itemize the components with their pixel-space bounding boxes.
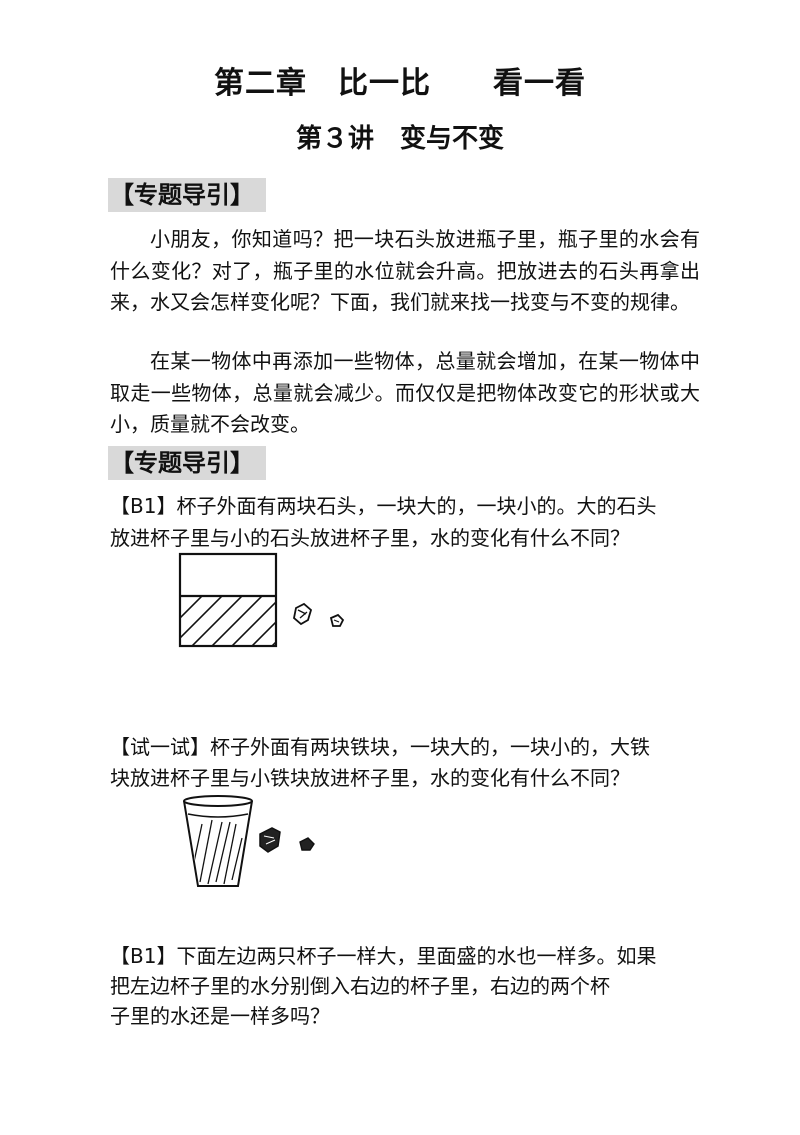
beaker-with-stones-illustration (178, 552, 345, 648)
section-heading-examples: 【专题导引】 (108, 446, 266, 480)
problem-b1b-tag: 【B1】 (110, 944, 177, 968)
section-heading-intro: 【专题导引】 (108, 178, 266, 212)
small-stone-icon (329, 613, 345, 627)
glass-outline (183, 800, 253, 887)
problem-b1-line-1: 【B1】杯子外面有两块石头，一块大的，一块小的。大的石头 (110, 491, 700, 521)
problem-b1b-line-1: 【B1】下面左边两只杯子一样大，里面盛的水也一样多。如果 (110, 941, 700, 971)
glass-with-iron-blocks-illustration (183, 795, 315, 887)
try-it-line-2: 块放进杯子里与小铁块放进杯子里，水的变化有什么不同？ (110, 766, 630, 790)
try-it-tag: 【试一试】 (110, 735, 210, 759)
problem-b1b-line-2: 把左边杯子里的水分别倒入右边的杯子里，右边的两个杯 (110, 974, 610, 998)
water-lines (193, 819, 243, 885)
glass-rim (183, 795, 253, 807)
lesson-title: 第３讲 变与不变 (295, 124, 504, 154)
problem-b1b-text-1: 下面左边两只杯子一样大，里面盛的水也一样多。如果 (176, 944, 657, 968)
problem-b1-line-2: 放进杯子里与小的石头放进杯子里，水的变化有什么不同？ (110, 526, 630, 550)
problem-b1-tag: 【B1】 (110, 494, 177, 518)
problem-b1-text-1: 杯子外面有两块石头，一块大的，一块小的。大的石头 (176, 494, 657, 518)
try-it-line-1: 【试一试】杯子外面有两块铁块，一块大的，一块小的，大铁 (110, 732, 700, 762)
large-iron-block-icon (259, 827, 281, 853)
intro-paragraph-1: 小朋友，你知道吗？把一块石头放进瓶子里，瓶子里的水会有什么变化？对了，瓶子里的水… (110, 227, 700, 314)
large-stone-icon (293, 602, 313, 626)
problem-b1b-line-3: 子里的水还是一样多吗？ (110, 1004, 330, 1028)
intro-paragraph-2: 在某一物体中再添加一些物体，总量就会增加，在某一物体中取走一些物体，总量就会减少… (110, 349, 700, 436)
chapter-title: 第二章 比一比 看一看 (214, 66, 586, 101)
water-hatching (180, 596, 276, 646)
try-it-text-1: 杯子外面有两块铁块，一块大的，一块小的，大铁 (210, 735, 650, 759)
water-surface (187, 813, 249, 818)
small-iron-block-icon (299, 837, 315, 851)
beaker-outline (178, 552, 278, 648)
